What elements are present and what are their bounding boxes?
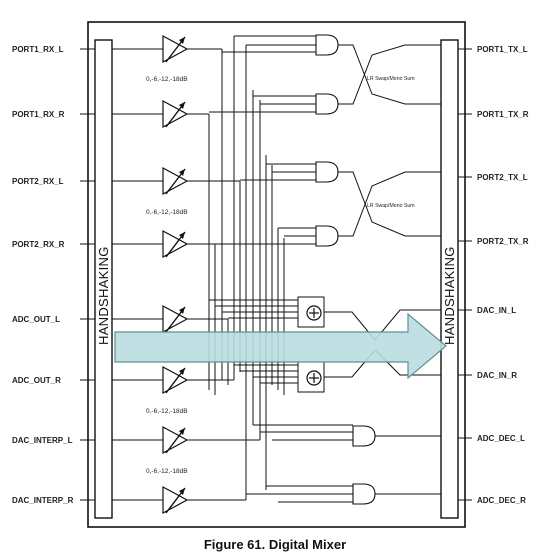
handshaking-bar-left: HANDSHAKING: [94, 39, 113, 519]
output-port1-tx-l: PORT1_TX_L: [477, 45, 528, 54]
swap-label-2: LR Swap/Mono Sum: [367, 203, 415, 209]
handshaking-label-right: HANDSHAKING: [442, 246, 457, 345]
output-port1-tx-r: PORT1_TX_R: [477, 110, 529, 119]
dac-in-routing: [324, 309, 441, 378]
signal-flow-arrow: [114, 312, 447, 380]
mux-port1-tx-l: [315, 34, 339, 56]
input-dac-interp-l: DAC_INTERP_L: [12, 436, 73, 445]
adc-dec-routing: [375, 435, 441, 495]
amp-port1-rx-l: [162, 35, 188, 63]
routing-buses: [187, 36, 285, 501]
handshaking-bar-right: HANDSHAKING: [440, 39, 459, 519]
amp-dac-interp-l: [162, 426, 188, 454]
att-label-3: 0,-6,-12,-18dB: [146, 408, 188, 415]
adder-r: [297, 361, 325, 393]
mux-adc-dec-l: [352, 425, 376, 447]
output-labels: PORT1_TX_L PORT1_TX_R PORT2_TX_L PORT2_T…: [477, 45, 529, 505]
amp-port2-rx-r: [162, 230, 188, 258]
mux-port2-tx-r: [315, 225, 339, 247]
amp-adc-out-l: [162, 305, 188, 333]
input-leads: [80, 48, 95, 501]
att-label-4: 0,-6,-12,-18dB: [146, 468, 188, 475]
amp-dac-interp-r: [162, 486, 188, 514]
mux-blocks: [315, 34, 376, 505]
input-adc-out-l: ADC_OUT_L: [12, 315, 60, 324]
output-dac-in-l: DAC_IN_L: [477, 306, 516, 315]
mux-port2-tx-l: [315, 161, 339, 183]
swap-crossover-2: [338, 171, 441, 237]
amp-adc-out-r: [162, 366, 188, 394]
input-labels: PORT1_RX_L PORT1_RX_R PORT2_RX_L PORT2_R…: [12, 45, 74, 505]
input-adc-out-r: ADC_OUT_R: [12, 376, 61, 385]
mixer-block-outline: [87, 21, 466, 528]
mux-adc-dec-r: [352, 483, 376, 505]
input-port1-rx-l: PORT1_RX_L: [12, 45, 64, 54]
swap-crossover-1: [338, 44, 441, 105]
output-adc-dec-l: ADC_DEC_L: [477, 434, 525, 443]
output-port2-tx-r: PORT2_TX_R: [477, 237, 529, 246]
mux-port1-tx-r: [315, 93, 339, 115]
att-label-1: 0,-6,-12,-18dB: [146, 76, 188, 83]
figure-caption: Figure 61. Digital Mixer: [203, 537, 347, 552]
amp-port1-rx-r: [162, 100, 188, 128]
adder-l: [297, 296, 325, 328]
input-port1-rx-r: PORT1_RX_R: [12, 110, 65, 119]
output-dac-in-r: DAC_IN_R: [477, 371, 517, 380]
output-port2-tx-l: PORT2_TX_L: [477, 173, 528, 182]
swap-label-1: LR Swap/Mono Sum: [367, 76, 415, 82]
amp-port2-rx-l: [162, 167, 188, 195]
adder-wiring: [209, 299, 298, 384]
swap-labels: LR Swap/Mono Sum LR Swap/Mono Sum: [367, 76, 415, 209]
output-adc-dec-r: ADC_DEC_R: [477, 496, 526, 505]
mux-inputs: [209, 35, 353, 503]
att-label-2: 0,-6,-12,-18dB: [146, 209, 188, 216]
attenuator-amps: [112, 35, 188, 514]
output-leads: [458, 48, 472, 501]
input-dac-interp-r: DAC_INTERP_R: [12, 496, 74, 505]
input-port2-rx-r: PORT2_RX_R: [12, 240, 65, 249]
attenuation-labels: 0,-6,-12,-18dB 0,-6,-12,-18dB 0,-6,-12,-…: [146, 76, 188, 475]
input-port2-rx-l: PORT2_RX_L: [12, 177, 64, 186]
handshaking-label-left: HANDSHAKING: [96, 246, 111, 345]
